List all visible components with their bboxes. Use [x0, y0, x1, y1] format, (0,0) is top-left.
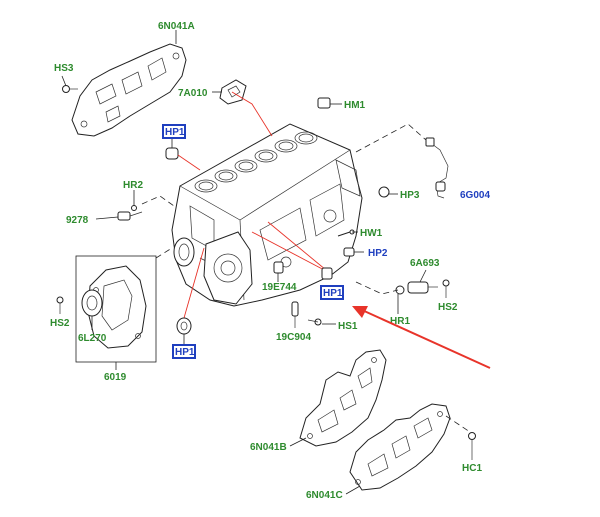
label-hs3: HS3	[54, 63, 74, 74]
label-hs1: HS1	[338, 321, 358, 332]
sensor-6a693	[395, 281, 438, 295]
plug-hp1-top	[165, 138, 179, 160]
label-6n041a: 6N041A	[158, 21, 195, 32]
bolt-hs3	[61, 75, 78, 93]
gasket-6n041c	[349, 403, 451, 491]
plug-hp3	[378, 186, 398, 198]
label-7a010: 7A010	[178, 88, 208, 99]
label-hs2-left: HS2	[50, 318, 70, 329]
label-6a693: 6A693	[410, 258, 440, 269]
gasket-7a010	[219, 79, 247, 105]
bolt-hs2-left	[56, 296, 64, 314]
part-hm1	[317, 97, 342, 109]
red-leader-hp1-bottom	[183, 247, 205, 319]
label-hw1: HW1	[360, 228, 383, 239]
bolt-hs2-right	[442, 279, 450, 298]
label-hp2: HP2	[368, 248, 388, 259]
gasket-6n041a	[71, 43, 187, 137]
label-19e744: 19E744	[262, 282, 297, 293]
dashed-leader-inset	[155, 247, 173, 259]
label-hp1-mid: HP1	[323, 288, 343, 299]
label-6019: 6019	[104, 372, 127, 383]
highlight-box-hp1-mid	[320, 285, 344, 300]
part-hw1	[337, 229, 358, 237]
highlight-box-hp1-top	[162, 124, 186, 139]
label-6l270: 6L270	[78, 333, 107, 344]
label-hs2-right: HS2	[438, 302, 458, 313]
label-6g004: 6G004	[460, 190, 490, 201]
part-19c904	[291, 301, 299, 328]
dashed-leader-hc1	[445, 415, 471, 433]
label-hp1-top: HP1	[165, 127, 185, 138]
red-leader-top	[231, 91, 273, 137]
plug-hp1-mid	[321, 267, 333, 280]
part-19e744	[273, 261, 284, 282]
label-hr2: HR2	[123, 180, 143, 191]
part-hc1	[468, 432, 476, 460]
red-leader-hp1-top	[177, 154, 201, 171]
engine-block	[171, 123, 363, 307]
sensor-6g004	[425, 137, 449, 199]
bolt-hs1	[307, 318, 322, 326]
label-6n041b: 6N041B	[250, 442, 287, 453]
gasket-6n041b	[299, 349, 387, 447]
label-19c904: 19C904	[276, 332, 311, 343]
red-leader-hp1-mid-a	[251, 231, 329, 273]
label-hp3: HP3	[400, 190, 420, 201]
label-hp1-bottom: HP1	[175, 347, 195, 358]
highlight-box-hp1-bottom	[172, 344, 196, 359]
label-9278: 9278	[66, 215, 89, 226]
dashed-leader-9278	[141, 195, 175, 207]
red-pointer-arrow	[352, 306, 491, 369]
sensor-9278	[117, 205, 143, 221]
label-6n041c: 6N041C	[306, 490, 343, 501]
label-hr1: HR1	[390, 316, 410, 327]
label-hc1: HC1	[462, 463, 482, 474]
label-hm1: HM1	[344, 100, 366, 111]
seal-6l270	[81, 289, 103, 317]
plug-hp2	[343, 247, 364, 257]
red-leader-hp1-mid-b	[267, 221, 327, 271]
dashed-leader-6a693	[355, 281, 399, 295]
dashed-leader-6g004	[355, 123, 427, 153]
plug-hp1-bottom	[176, 317, 192, 344]
